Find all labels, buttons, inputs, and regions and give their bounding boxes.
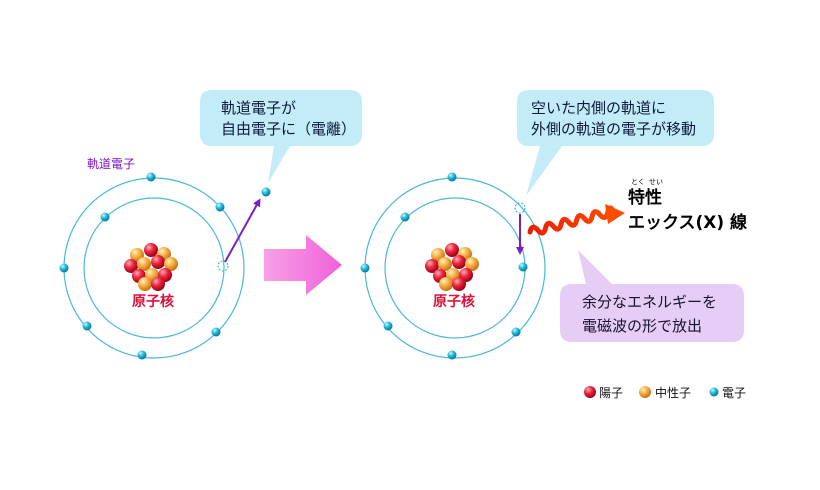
callout-line-2: 電磁波の形で放出 [582, 317, 702, 335]
ionization-arrow [224, 198, 261, 263]
callout-line-1: 軌道電子が [221, 99, 296, 117]
vacated-outer-position [514, 202, 526, 214]
electron [518, 262, 528, 272]
nucleus [124, 243, 178, 291]
legend-neutron-label: 中性子 [655, 385, 691, 400]
xray-title-line-2: エックス(X) 線 [628, 212, 747, 233]
electron [447, 350, 457, 360]
characteristic-xray-label: とく せい 特性 エックス(X) 線 [628, 178, 747, 233]
transition-arrow [264, 235, 342, 295]
free-electron [261, 187, 271, 197]
electron-swatch [709, 387, 719, 397]
electron [400, 212, 410, 222]
ruby-sei: せい [649, 178, 663, 186]
inner-orbit [83, 197, 225, 339]
nucleus-label: 原子核 [132, 293, 174, 310]
right-atom: 原子核 [360, 172, 546, 360]
electron [360, 263, 370, 273]
callout-line-1: 余分なエネルギーを [582, 293, 717, 311]
electron [215, 202, 225, 212]
callout-line-2: 外側の軌道の電子が移動 [531, 120, 696, 138]
legend: 陽子 中性子 電子 [584, 385, 746, 400]
callout-line-1: 空いた内側の軌道に [531, 99, 666, 117]
legend-proton-label: 陽子 [599, 386, 623, 400]
callout-line-2: 自由電子に（電離） [221, 120, 356, 138]
nucleus-label: 原子核 [433, 293, 475, 310]
neutron-swatch [639, 386, 651, 398]
electron [383, 321, 393, 331]
electron [137, 350, 147, 360]
electron [100, 212, 110, 222]
xray-title-line-1: 特性 [628, 187, 662, 208]
ionization-callout: 軌道電子が 自由電子に（電離） [200, 90, 362, 183]
electron [211, 327, 221, 337]
transition-callout: 空いた内側の軌道に 外側の軌道の電子が移動 [517, 90, 714, 196]
orbit-electron-label: 軌道電子 [87, 156, 135, 171]
xray-emission-wave [527, 204, 625, 236]
left-atom: 軌道電子 原子核 [59, 156, 271, 360]
vacancy-marker [217, 260, 229, 272]
electron [59, 263, 69, 273]
legend-electron-label: 電子 [722, 386, 746, 400]
electron [82, 321, 92, 331]
ruby-toku: とく [631, 178, 645, 186]
electron [511, 327, 521, 337]
energy-callout: 余分なエネルギーを 電磁波の形で放出 [560, 250, 744, 342]
electron [447, 172, 457, 182]
nucleus [425, 243, 479, 291]
electron [146, 172, 156, 182]
proton-swatch [584, 386, 596, 398]
